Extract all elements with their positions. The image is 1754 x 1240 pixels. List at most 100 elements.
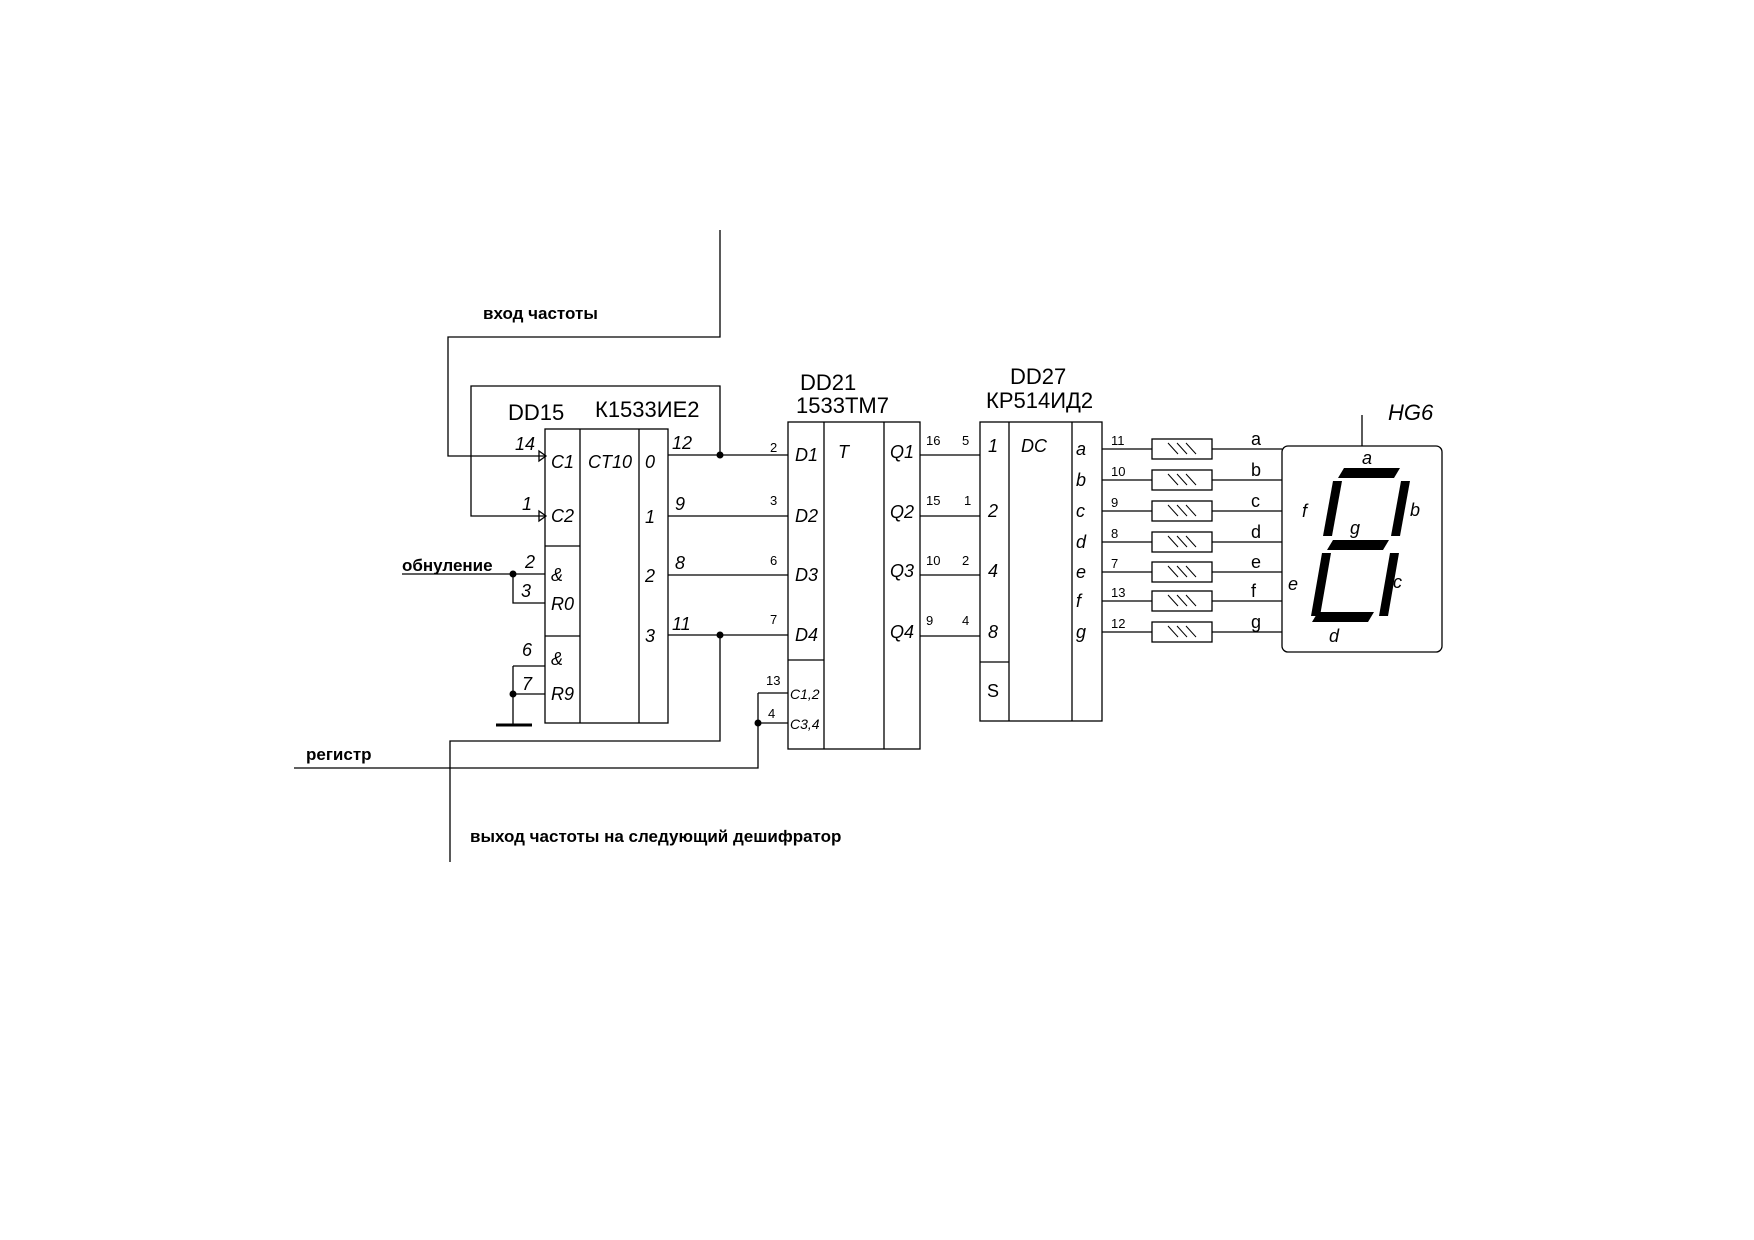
dd15-pin-and: & (551, 565, 563, 585)
dd21-pin-q1: Q1 (890, 442, 914, 462)
resistor-hatch (1167, 625, 1179, 638)
hg6-seg-d: d (1329, 626, 1340, 646)
wire-freq-output (449, 635, 721, 862)
dd21-ref: DD21 (800, 370, 856, 395)
clock-triangle-c1 (538, 449, 548, 463)
dd15-num: 12 (672, 433, 692, 453)
resistor-hatch (1167, 473, 1179, 486)
dd21-func: T (838, 442, 851, 462)
dd15-num: 1 (522, 494, 532, 514)
dd27-pin-d: d (1076, 532, 1087, 552)
dd15-pin-and: & (551, 649, 563, 669)
dd15-ref: DD15 (508, 400, 564, 425)
dd15-out-2: 2 (644, 566, 655, 586)
chip-dd15: DD15 К1533ИЕ2 CT10 C1 C2 & R0 & R9 14 1 … (508, 397, 699, 724)
junction-dot (509, 570, 517, 578)
resistor-hatch (1167, 504, 1179, 517)
dd27-num: 13 (1111, 585, 1125, 600)
dd27-pin-g: g (1076, 622, 1086, 642)
chip-dd21: DD21 1533ТМ7 T D1 D2 D3 D4 C1,2 C3,4 2 3… (766, 370, 940, 750)
dd27-num: 5 (962, 433, 969, 448)
dd27-pin-8: 8 (988, 622, 998, 642)
hg6-ref: HG6 (1388, 400, 1434, 425)
dd21-num: 2 (770, 440, 777, 455)
segment-d (1312, 612, 1374, 622)
segment-g (1327, 540, 1389, 550)
resistor-hatch (1167, 594, 1179, 607)
wire-feedback-c2 (470, 385, 721, 517)
wires (294, 230, 1363, 862)
dd21-pin-c12: C1,2 (790, 686, 820, 702)
dd27-func: DC (1021, 436, 1048, 456)
dd27-pin-e: e (1076, 562, 1086, 582)
segment-label: d (1251, 522, 1261, 542)
dd15-num: 11 (672, 614, 691, 634)
junction-dot (754, 719, 762, 727)
resistor-hatch (1167, 442, 1179, 455)
dd21-pin-d4: D4 (795, 625, 818, 645)
dd15-num: 6 (522, 640, 533, 660)
chip-dd27: DD27 КР514ИД2 DC 1 2 4 8 S 5 1 2 4 (962, 364, 1103, 722)
hg6-body (1281, 445, 1443, 653)
label-reset: обнуление (402, 556, 493, 575)
dd27-num: 4 (962, 613, 969, 628)
resistor-hatch (1185, 594, 1197, 607)
dd15-num: 9 (675, 494, 685, 514)
dd21-pin-q4: Q4 (890, 622, 914, 642)
dd15-out-0: 0 (645, 452, 655, 472)
dd15-part: К1533ИЕ2 (595, 397, 699, 422)
dd27-part: КР514ИД2 (986, 388, 1093, 413)
dd27-pin-a: a (1076, 439, 1086, 459)
resistor-hatch (1167, 535, 1179, 548)
junctions (509, 451, 762, 727)
segment-label: g (1251, 612, 1261, 632)
dd15-pin-r0: R0 (551, 594, 574, 614)
hg6-seg-g: g (1350, 518, 1360, 538)
dd27-num: 12 (1111, 616, 1125, 631)
dd27-pin-s: S (987, 681, 999, 701)
dd15-num: 14 (515, 434, 535, 454)
resistor-hatch (1185, 535, 1197, 548)
segment-e (1311, 553, 1331, 616)
dd21-num: 3 (770, 493, 777, 508)
resistor-hatch (1176, 594, 1188, 607)
junction-dot (509, 690, 517, 698)
dd27-num: 8 (1111, 526, 1118, 541)
label-input-freq: вход частоты (483, 304, 598, 323)
clock-triangle-c2 (538, 509, 548, 523)
dd21-pin-d1: D1 (795, 445, 818, 465)
dd21-pin-q2: Q2 (890, 502, 914, 522)
dd27-pin-f: f (1076, 591, 1083, 611)
dd15-num: 3 (521, 581, 531, 601)
dd15-func: CT10 (588, 452, 632, 472)
dd27-pin-c: c (1076, 501, 1085, 521)
resistor-hatch (1185, 504, 1197, 517)
segment-label: a (1251, 429, 1262, 449)
dd15-pin-r9: R9 (551, 684, 574, 704)
segment-label: f (1251, 581, 1257, 601)
dd21-num: 10 (926, 553, 940, 568)
dd21-num: 13 (766, 673, 780, 688)
dd15-num: 2 (524, 552, 535, 572)
wire-freq-input (447, 230, 721, 457)
junction-dot (716, 451, 724, 459)
resistor-hatch (1185, 565, 1197, 578)
hg6-seg-b: b (1410, 500, 1420, 520)
dd21-pin-q3: Q3 (890, 561, 914, 581)
display-hg6: HG6 a b c d e f g (1281, 400, 1443, 653)
dd27-num: 10 (1111, 464, 1125, 479)
wire-register (294, 722, 788, 769)
dd21-num: 9 (926, 613, 933, 628)
dd27-pin-4: 4 (988, 561, 998, 581)
label-register: регистр (306, 745, 372, 764)
resistor-hatch (1185, 625, 1197, 638)
dd15-out-1: 1 (645, 507, 655, 527)
resistor-hatch (1176, 473, 1188, 486)
dd21-num: 16 (926, 433, 940, 448)
dd27-body (979, 421, 1103, 722)
dd27-num: 1 (964, 493, 971, 508)
dd21-num: 4 (768, 706, 775, 721)
